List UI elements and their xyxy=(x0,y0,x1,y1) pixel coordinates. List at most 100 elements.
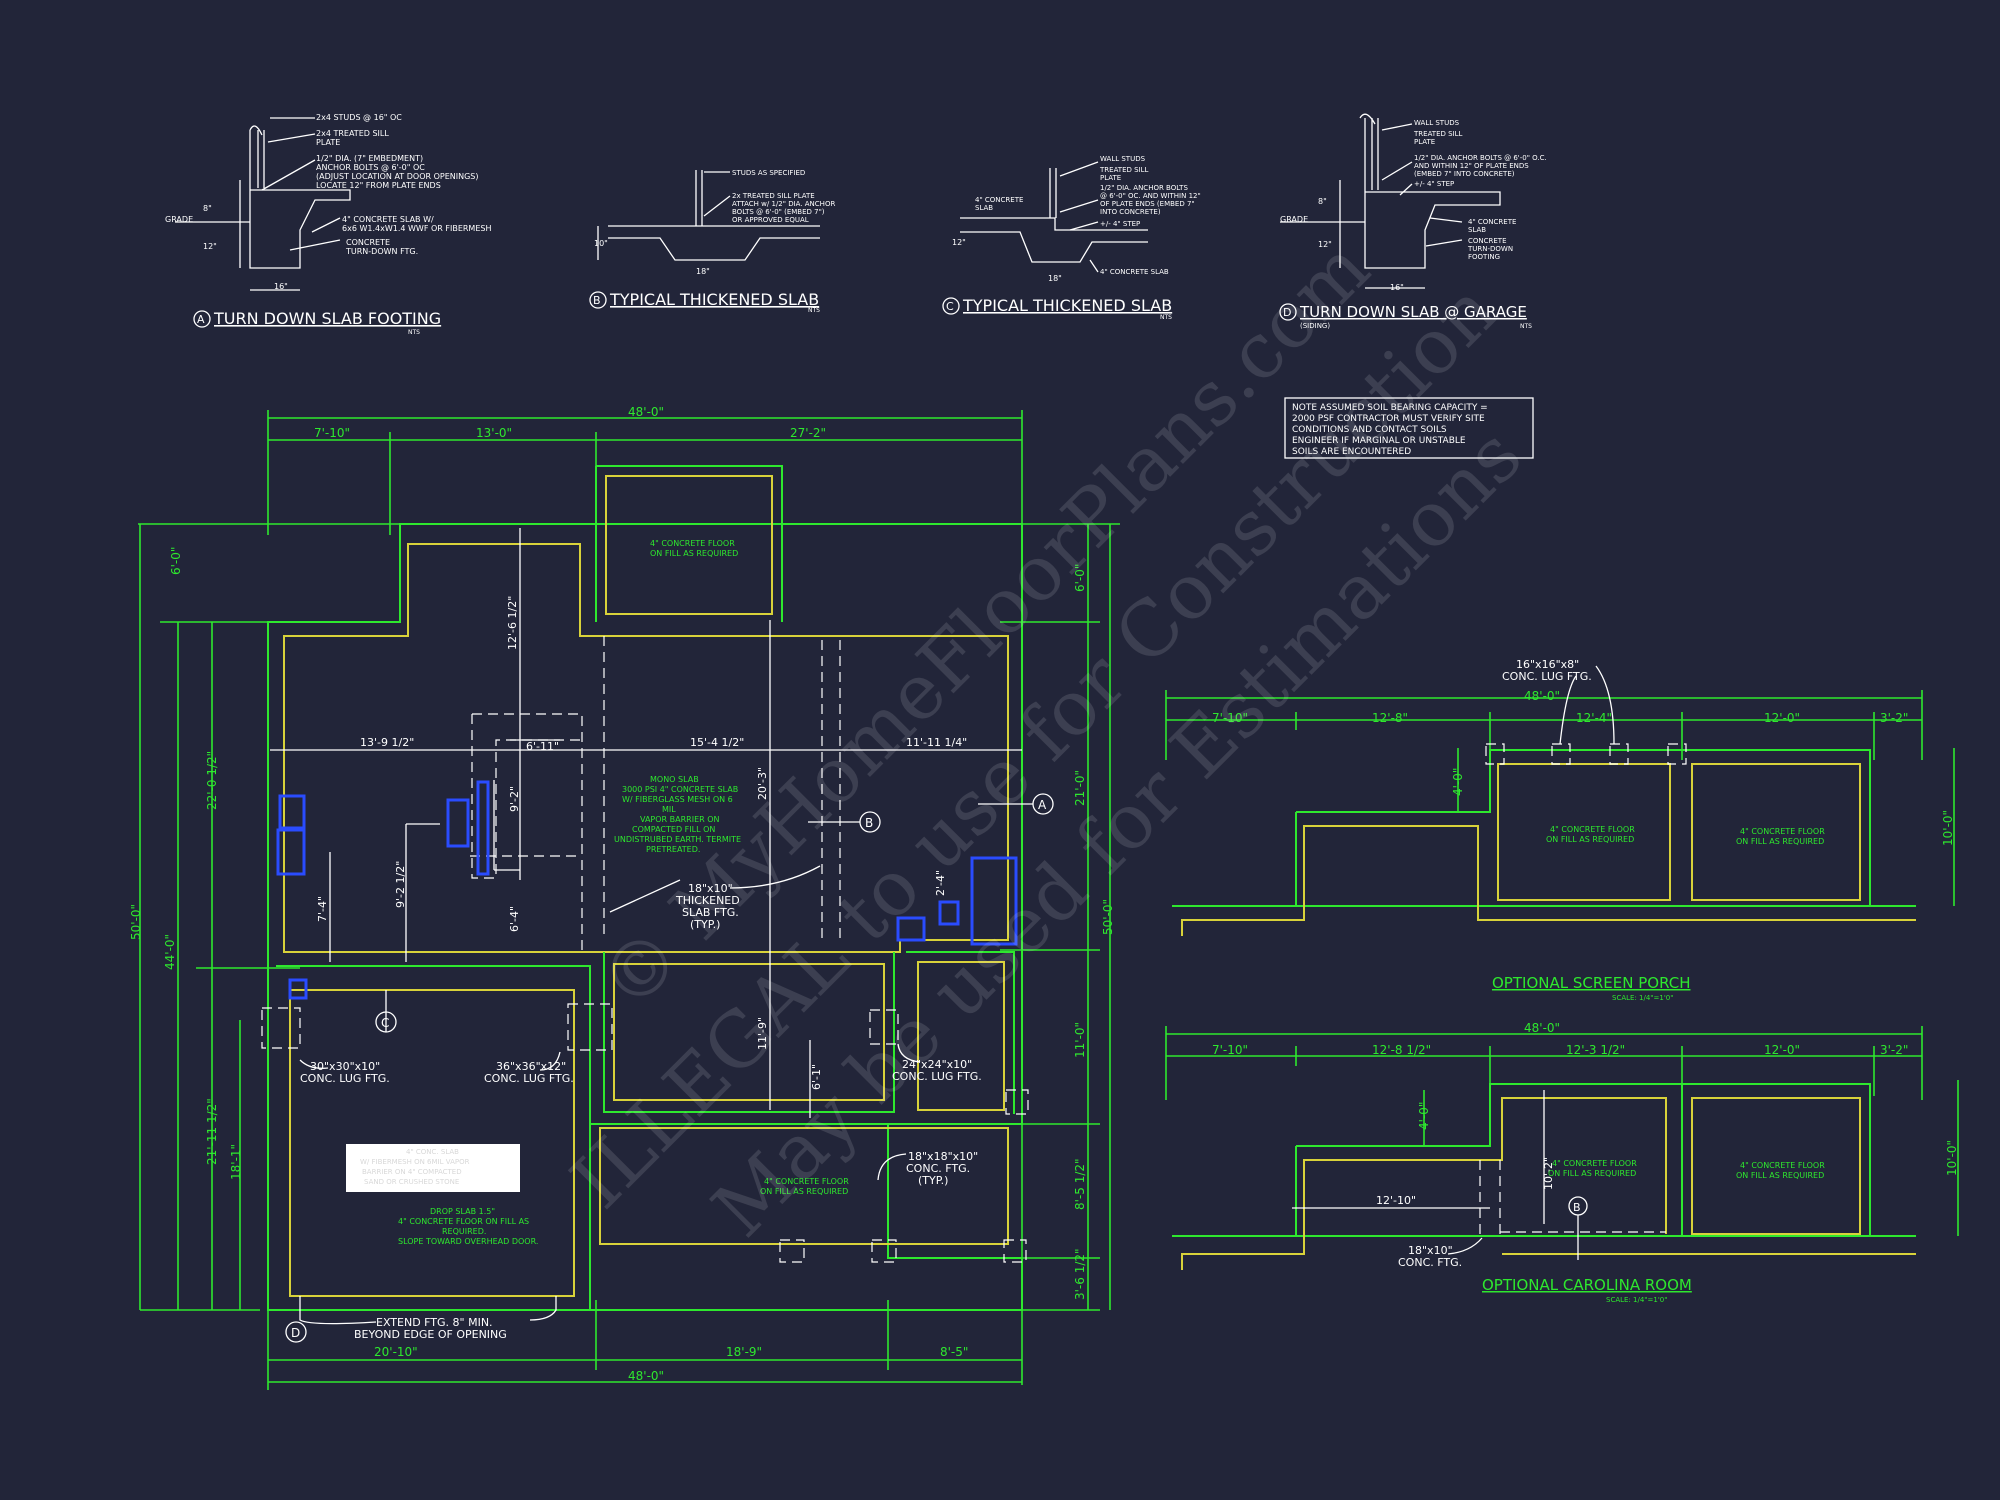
right-dim: 3'-6 1/2" xyxy=(1073,1248,1087,1300)
detail-c-dim: 12" xyxy=(952,238,966,247)
detail-d-grade: GRADE xyxy=(1280,215,1308,224)
thick-slab-note: THICKENED xyxy=(675,894,740,907)
bottom-dim: 18'-9" xyxy=(726,1345,762,1359)
extend-note: EXTEND FTG. 8" MIN. xyxy=(376,1316,493,1329)
detail-d-dim: 8" xyxy=(1318,197,1327,206)
detail-a-note: 6x6 W1.4xW1.4 WWF OR FIBERMESH xyxy=(342,224,491,233)
detail-d-dim: 16" xyxy=(1390,283,1404,292)
lug-note: 30"x30"x10" xyxy=(310,1060,380,1073)
thick-slab-note: (TYP.) xyxy=(690,918,720,931)
bottom-dim: 8'-5" xyxy=(940,1345,968,1359)
detail-c-note: OF PLATE ENDS (EMBED 7" xyxy=(1100,200,1195,208)
left-dim: 6'-0" xyxy=(169,547,183,575)
detail-c-note: INTO CONCRETE) xyxy=(1100,208,1161,216)
carolina-title: OPTIONAL CAROLINA ROOM xyxy=(1482,1276,1692,1294)
mono-slab-note: MIL xyxy=(662,805,676,814)
porch-note: ON FILL AS REQUIRED xyxy=(650,549,738,558)
fixture-shape xyxy=(446,798,470,848)
detail-d-note: AND WITHIN 12" OF PLATE ENDS xyxy=(1414,162,1529,170)
inner-dim: 9'-2 1/2" xyxy=(394,861,407,908)
lug-note: 36"x36"x12" xyxy=(496,1060,566,1073)
section-tag-d-label: D xyxy=(291,1326,300,1340)
detail-a-scale: NTS xyxy=(408,329,420,336)
detail-d-sub: (SIDING) xyxy=(1300,322,1330,330)
detail-d-note: +/- 4" STEP xyxy=(1414,180,1454,188)
detail-b-title: TYPICAL THICKENED SLAB xyxy=(609,290,819,309)
detail-d-note: (EMBED 7" INTO CONCRETE) xyxy=(1414,170,1515,178)
garage-slab-note: W/ FIBERMESH ON 6MIL VAPOR xyxy=(360,1158,470,1166)
screen-porch-title: OPTIONAL SCREEN PORCH xyxy=(1492,974,1691,992)
right-dim: 6'-0" xyxy=(1073,564,1087,592)
fixture-shape xyxy=(276,828,306,876)
porch-dim: 12'-8" xyxy=(1372,711,1408,725)
porch-side-dim: 10'-0" xyxy=(1941,810,1955,846)
detail-a-dim: 16" xyxy=(274,282,288,291)
lug-note: 24"x24"x10" xyxy=(902,1058,972,1071)
soil-note-line: CONDITIONS AND CONTACT SOILS xyxy=(1292,425,1447,435)
inner-dim: 11'-9" xyxy=(756,1017,769,1050)
screen-porch-scale: SCALE: 1/4"=1'0" xyxy=(1612,994,1673,1002)
detail-a-note: 4" CONCRETE SLAB W/ xyxy=(342,215,434,224)
detail-c-note: SLAB xyxy=(975,204,993,212)
left-dim: 21'-11 1/2" xyxy=(205,1098,219,1165)
watermark: © MyHomeFloorPlans.com ILLEGAL to use fo… xyxy=(554,223,1539,1253)
detail-a-marker-label: A xyxy=(197,313,205,326)
garage-slab-note: SAND OR CRUSHED STONE xyxy=(364,1178,459,1186)
section-tag-a-label: A xyxy=(1038,798,1047,812)
left-dim: 44'-0" xyxy=(163,934,177,970)
detail-a-note: ANCHOR BOLTS @ 6'-0" OC xyxy=(316,163,425,172)
porch-dim: 12'-4" xyxy=(1576,711,1612,725)
section-tag-c-label: C xyxy=(381,1016,389,1030)
detail-c-note: +/- 4" STEP xyxy=(1100,220,1140,228)
detail-a-dim: 12" xyxy=(203,242,217,251)
garage-slab-note: 4" CONC. SLAB xyxy=(406,1148,459,1156)
detail-c-typical-thickened-slab: WALL STUDS TREATED SILL PLATE 1/2" DIA. … xyxy=(942,155,1201,321)
detail-b-marker xyxy=(589,291,607,309)
mono-slab-note: UNDISTRUBED EARTH. TERMITE xyxy=(614,835,741,844)
rear-note: 4" CONCRETE FLOOR xyxy=(764,1177,849,1186)
fixture-shape xyxy=(896,916,926,942)
detail-c-marker xyxy=(942,297,960,315)
inner-dim: 11'-11 1/4" xyxy=(906,736,967,749)
carolina-side-dim: 4'-0" xyxy=(1417,1102,1431,1130)
ftg-note: 18"x18"x10" xyxy=(908,1150,978,1163)
garage-slab-label-box xyxy=(346,1144,520,1192)
inner-dim: 9'-2" xyxy=(508,786,521,812)
main-foundation-plan: 48'-0" 7'-10" 13'-0" 27'-2" 20'-10" 18'-… xyxy=(129,405,1120,1390)
detail-b-marker-label: B xyxy=(593,294,601,307)
detail-a-note: 2x4 TREATED SILL xyxy=(316,129,389,138)
porch-side-dim: 4'-0" xyxy=(1451,768,1465,796)
right-dim: 50'-0" xyxy=(1101,899,1115,935)
optional-screen-porch-plan: 48'-0" 7'-10" 12'-8" 12'-4" 12'-0" 3'-2"… xyxy=(1165,658,1955,1002)
soil-note-line: NOTE ASSUMED SOIL BEARING CAPACITY = xyxy=(1292,403,1488,413)
detail-c-dim: 18" xyxy=(1048,274,1062,283)
section-tag-d xyxy=(285,1321,307,1343)
carolina-tag-b-label: B xyxy=(1573,1201,1581,1214)
detail-c-note: PLATE xyxy=(1100,174,1121,182)
top-dim: 13'-0" xyxy=(476,426,512,440)
porch-floor-note: 4" CONCRETE FLOOR xyxy=(1740,827,1825,836)
left-dim: 18'-1" xyxy=(229,1144,243,1180)
carolina-floor-note: 4" CONCRETE FLOOR xyxy=(1740,1161,1825,1170)
mono-slab-note: MONO SLAB xyxy=(650,775,699,784)
right-dim: 11'-0" xyxy=(1073,1022,1087,1058)
mono-slab-note: VAPOR BARRIER ON xyxy=(640,815,720,824)
left-dim: 50'-0" xyxy=(129,904,143,940)
soil-note-line: ENGINEER IF MARGINAL OR UNSTABLE xyxy=(1292,436,1466,446)
detail-a-note: TURN-DOWN FTG. xyxy=(345,247,418,256)
soil-note-box: NOTE ASSUMED SOIL BEARING CAPACITY = 200… xyxy=(1284,397,1534,459)
detail-a-turn-down-slab-footing: 2x4 STUDS @ 16" OC 2x4 TREATED SILL PLAT… xyxy=(165,113,491,336)
carolina-floor-note: ON FILL AS REQUIRED xyxy=(1548,1169,1636,1178)
drop-slab-note: DROP SLAB 1.5" xyxy=(430,1207,495,1216)
carolina-floor-note: ON FILL AS REQUIRED xyxy=(1736,1171,1824,1180)
thick-slab-note: SLAB FTG. xyxy=(682,906,739,919)
bottom-dim: 20'-10" xyxy=(374,1345,418,1359)
detail-a-note: CONCRETE xyxy=(346,238,390,247)
inner-dim: 6'-1" xyxy=(810,1064,823,1090)
inner-dim: 6'-4" xyxy=(508,906,521,932)
detail-c-marker-label: C xyxy=(946,300,954,313)
detail-a-note: 2x4 STUDS @ 16" OC xyxy=(316,113,402,122)
carolina-dim: 12'-3 1/2" xyxy=(1566,1043,1625,1057)
left-dim: 22'-0 1/2" xyxy=(205,751,219,810)
detail-c-note: 1/2" DIA. ANCHOR BOLTS xyxy=(1100,184,1188,192)
